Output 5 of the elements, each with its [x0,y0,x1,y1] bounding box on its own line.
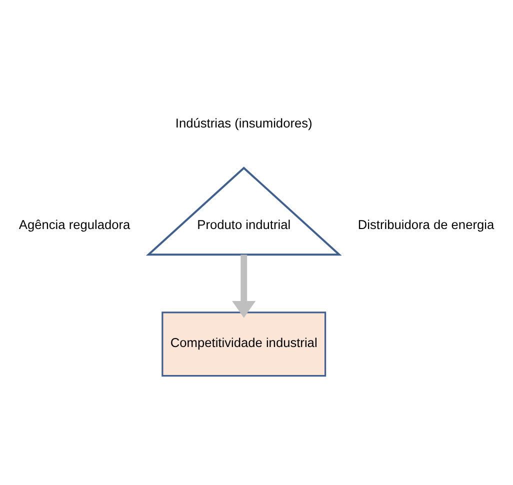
label: Distribuidora de energia [358,216,494,232]
label: Indústrias (insumidores) [175,115,312,130]
node-box: Competitividade industrial [162,311,326,376]
arrow [232,254,256,318]
label: Agência reguladora [18,216,130,232]
